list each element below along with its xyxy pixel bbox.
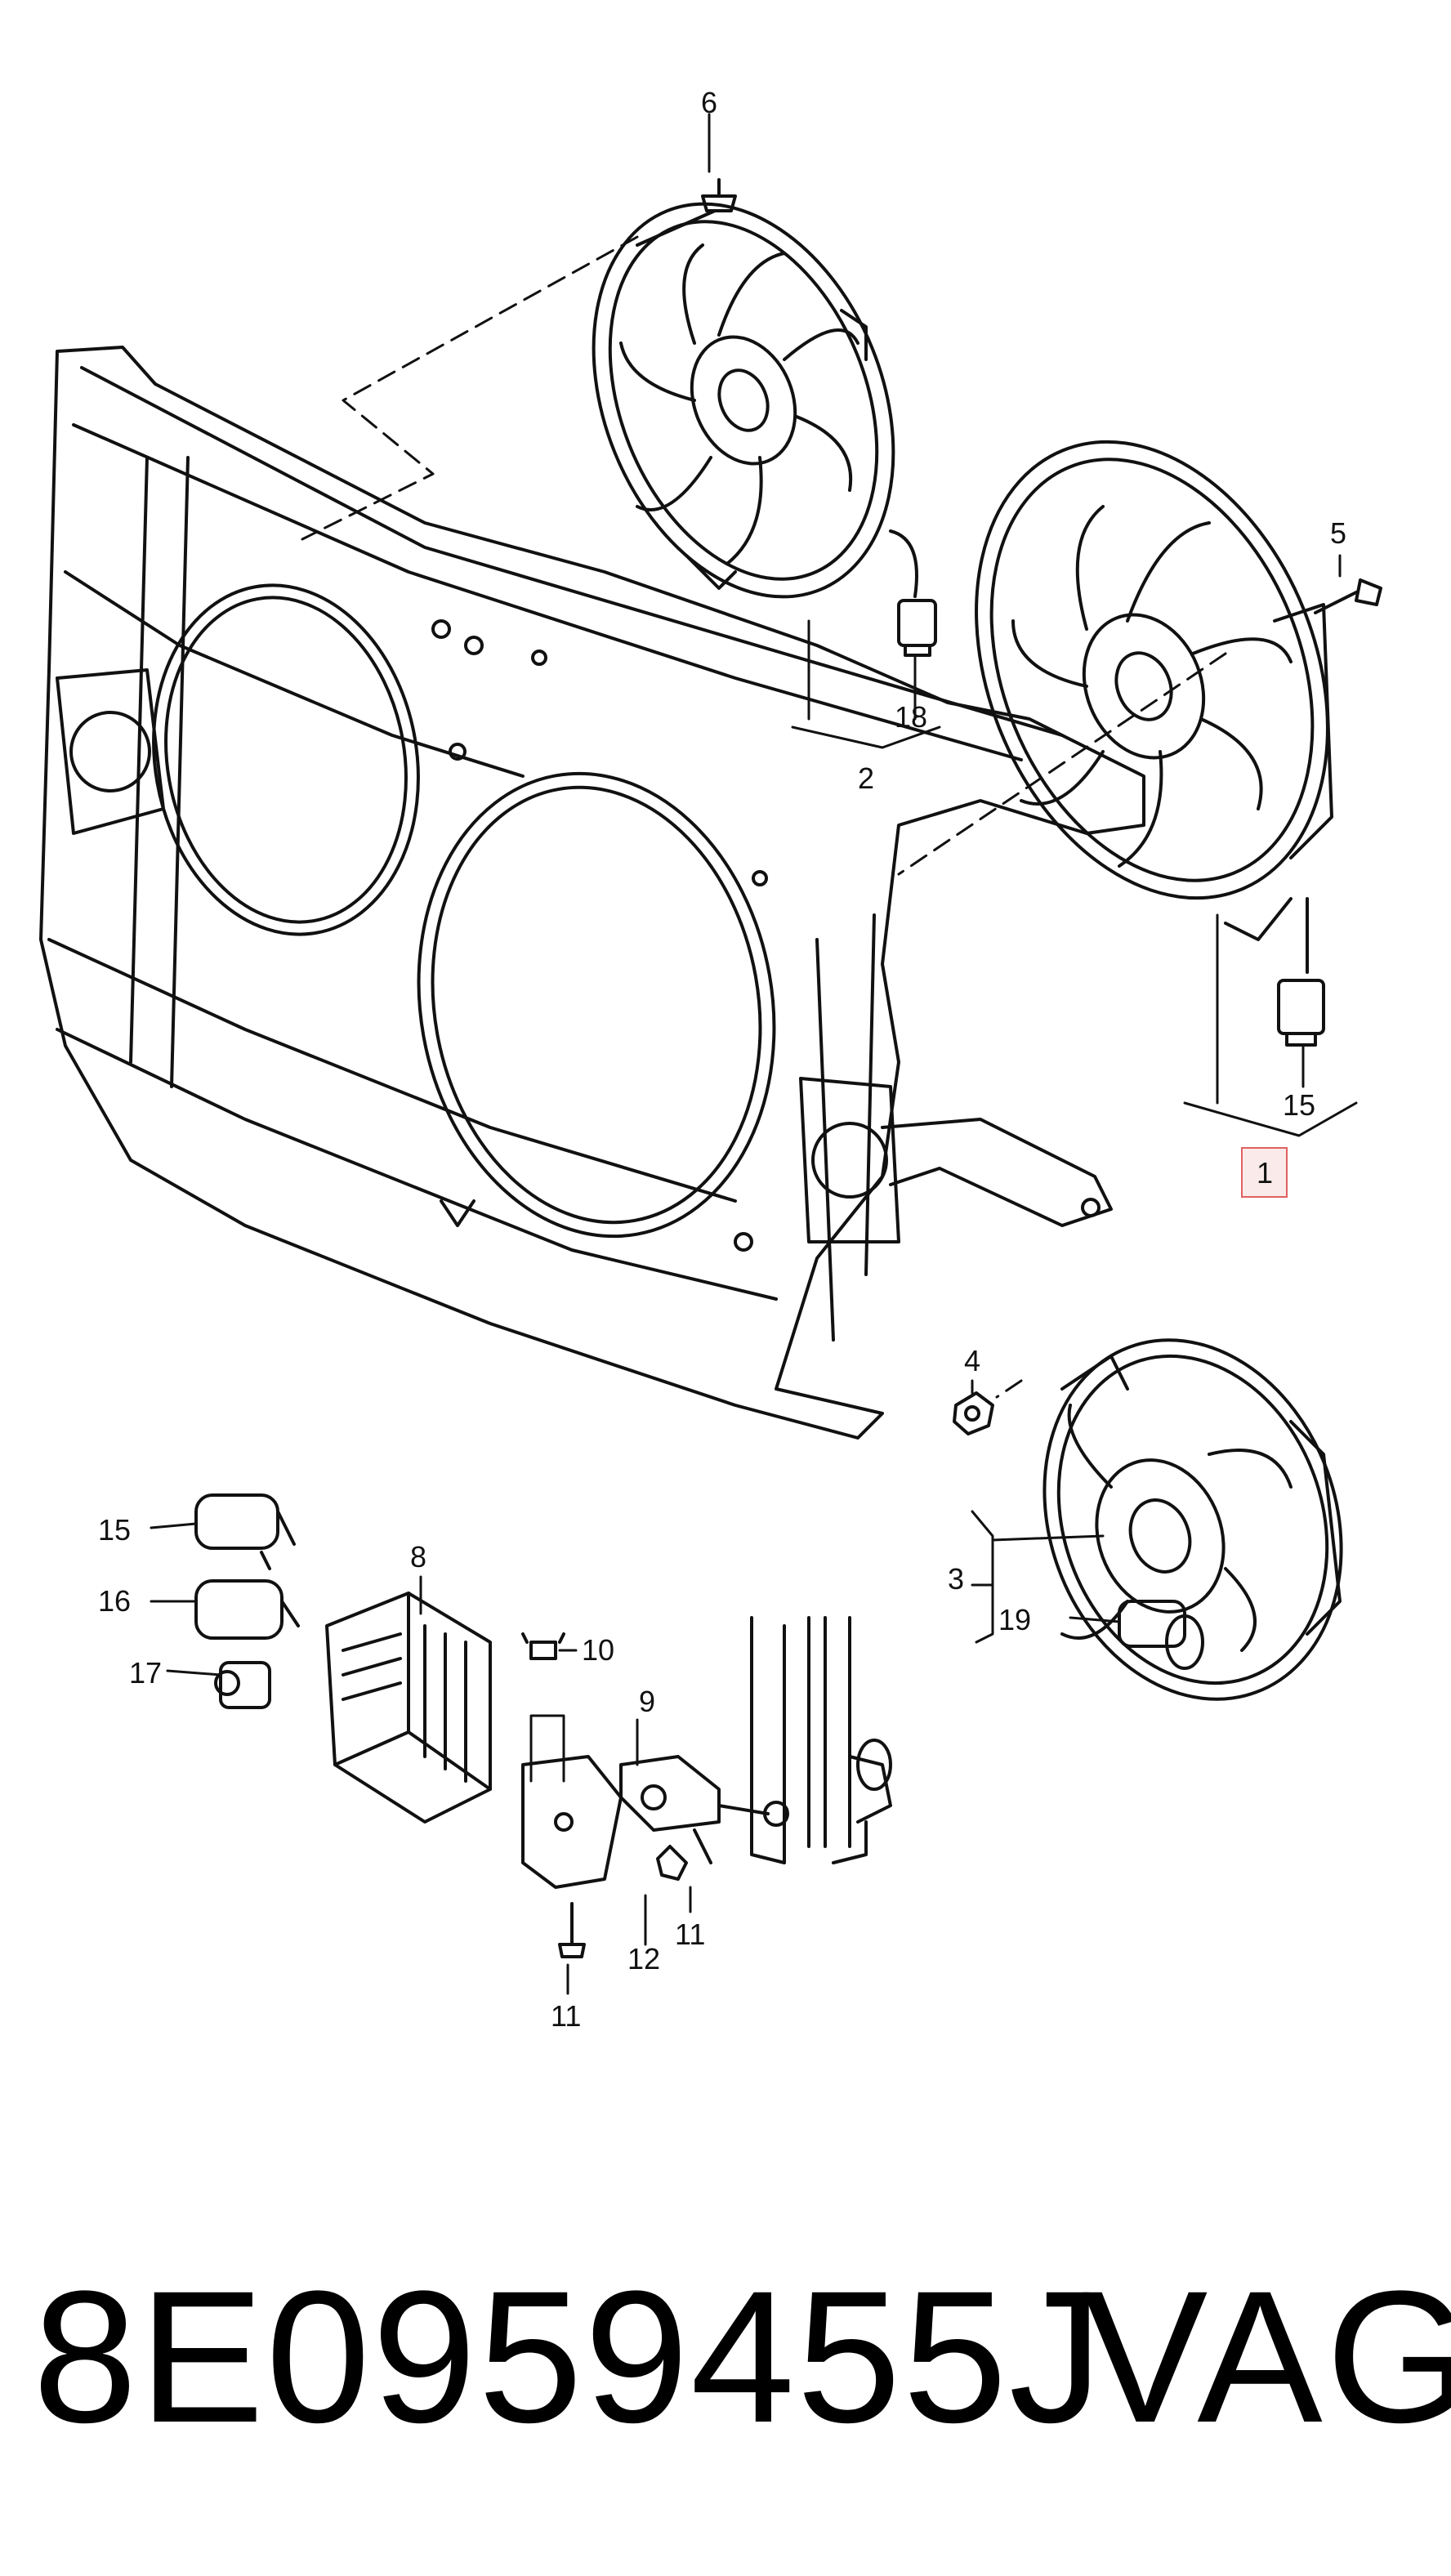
callout-9: 9 — [639, 1685, 655, 1718]
callout-15-upper: 15 — [1283, 1088, 1315, 1122]
callout-6: 6 — [701, 86, 717, 119]
assembly-lines — [301, 235, 1227, 1399]
exploded-parts-diagram: 6 18 2 5 15 1 4 3 19 15 16 17 8 10 9 11 … — [39, 86, 1382, 2033]
callout-17: 17 — [129, 1656, 162, 1690]
nut-4 — [953, 1391, 994, 1435]
fan-1 — [975, 440, 1333, 1047]
callout-11-right: 11 — [675, 1917, 705, 1951]
callout-19: 19 — [998, 1603, 1031, 1636]
callout-8: 8 — [410, 1540, 426, 1574]
bracket-9 — [521, 1755, 789, 1889]
screw-5 — [1314, 578, 1382, 614]
front-carrier — [39, 346, 1145, 1440]
clip-10 — [521, 1632, 565, 1660]
callout-18: 18 — [895, 700, 927, 734]
screw-6 — [636, 178, 737, 247]
callout-16: 16 — [98, 1584, 131, 1618]
radiator-section — [750, 1616, 892, 1864]
callout-5: 5 — [1330, 516, 1346, 550]
callout-3: 3 — [948, 1562, 964, 1596]
fan-3 — [1042, 1338, 1343, 1701]
connector-17 — [214, 1661, 271, 1709]
connector-16 — [194, 1579, 300, 1640]
part-number: 8E0959455J — [33, 2252, 1105, 2462]
callout-1: 1 — [1257, 1156, 1273, 1190]
callout-10: 10 — [582, 1633, 614, 1667]
connector-15-lower — [194, 1493, 296, 1570]
leader-lines — [150, 113, 1358, 1995]
control-module-8 — [325, 1592, 492, 1824]
callout-15-lower: 15 — [98, 1513, 131, 1547]
callout-12: 12 — [627, 1942, 660, 1976]
fan-2 — [592, 202, 937, 657]
callout-2: 2 — [858, 761, 874, 795]
callout-4: 4 — [964, 1344, 980, 1377]
brand-name: VAG — [1083, 2252, 1451, 2462]
callout-1-highlight — [1241, 1147, 1288, 1198]
callout-11-bottom: 11 — [551, 1999, 581, 2033]
fasteners-11-12 — [558, 1828, 712, 1958]
